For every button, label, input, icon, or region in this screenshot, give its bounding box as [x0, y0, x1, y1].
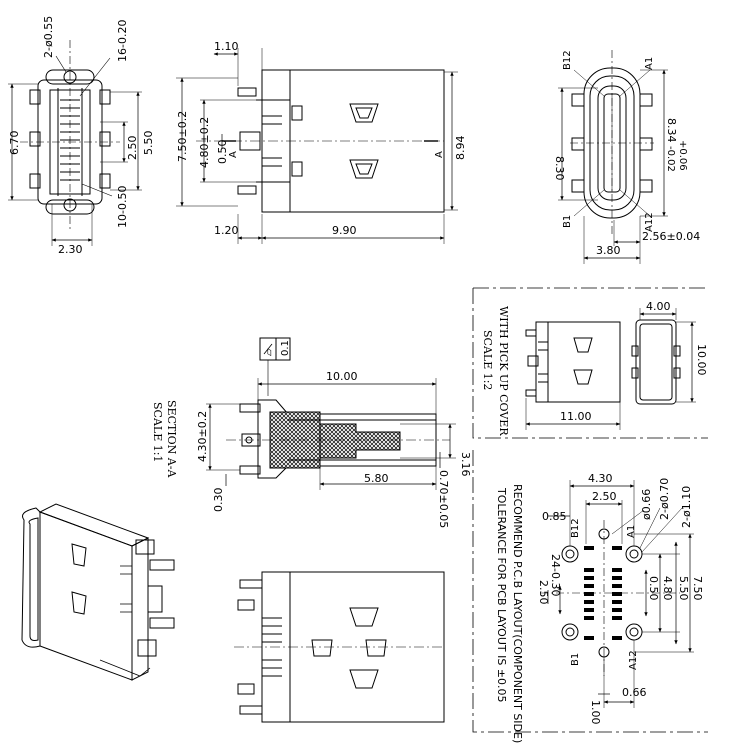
pin-label-b12: B12	[562, 50, 573, 70]
cover-dim-1100: 11.00	[560, 410, 592, 423]
pcb-dim-430: 4.30	[588, 472, 613, 485]
dim-834: 8.34	[665, 118, 678, 143]
dim-right-250: 2.50	[126, 136, 139, 161]
flatness-value: 0.1	[280, 340, 291, 356]
pcb-dim-550: 5.50	[677, 576, 690, 601]
pcb-pin-a1: A1	[626, 525, 637, 538]
pick-up-cover-panel	[472, 287, 708, 439]
bottom-view-pins	[262, 617, 282, 677]
side-view-top	[176, 48, 458, 244]
dim-316: 3.16	[459, 452, 472, 477]
pcb-dim-050: 0.50	[647, 576, 660, 601]
cover-dim-1000: 10.00	[695, 344, 708, 376]
dim-070: 0.70±0.05	[437, 470, 450, 528]
dim-990: 9.90	[332, 224, 357, 237]
section-scale: SCALE 1:1	[151, 402, 164, 462]
front-view-top-left	[8, 40, 142, 246]
pcb-pin-b1: B1	[570, 653, 581, 666]
section-title: SECTION A-A	[165, 400, 178, 478]
dim-580: 5.80	[364, 472, 389, 485]
dim-894: 8.94	[454, 136, 467, 161]
pcb-pads	[584, 546, 622, 640]
pcb-dim-070: 2-ø0.70	[658, 478, 671, 520]
pcb-title: RECOMMEND P.C.B LAYOUT(COMPONENT SIDE)	[511, 484, 524, 743]
pcb-dim-110: 2-ø1.10	[680, 486, 693, 528]
dim-830: 8.30	[553, 156, 566, 181]
isometric-connector-view	[21, 503, 175, 681]
pcb-tolerance: TOLERANCE FOR PCB LAYOUT IS ±0.05	[495, 487, 508, 703]
section-mark-a-right: A	[434, 151, 445, 158]
dim-1000: 10.00	[326, 370, 358, 383]
pcb-dim-250b: 2.50	[537, 580, 550, 605]
dim-750: 7.50±0.2	[176, 111, 189, 162]
dim-256: 2.56±0.04	[642, 230, 700, 243]
pin-label-b1: B1	[562, 215, 573, 228]
pin-label-a12: A12	[644, 212, 655, 232]
section-mark-a-left: A	[228, 151, 239, 158]
dim-030: 0.30	[212, 488, 225, 513]
pcb-dim-24: 24-0.30	[549, 554, 562, 596]
dim-110: 1.10	[214, 40, 239, 53]
dim-380: 3.80	[596, 244, 621, 257]
cover-dim-400: 4.00	[646, 300, 671, 313]
bottom-top-view	[234, 571, 445, 723]
pcb-pin-b12: B12	[570, 518, 581, 538]
pcb-layout-panel	[472, 450, 708, 733]
pcb-dim-480: 4.80	[661, 576, 674, 601]
dim-bottom-pitch: 10-0.50	[116, 186, 129, 228]
flatness-symbol: ▱	[264, 348, 275, 356]
dim-120: 1.20	[214, 224, 239, 237]
pcb-dim-066: 0.66	[622, 686, 647, 699]
dim-width: 2.30	[58, 243, 83, 256]
dim-834-tol-up: +0.06	[677, 140, 688, 171]
dim-pin-diameter: 2-ø0.55	[42, 16, 55, 58]
cover-title: WITH PICK UP COVER	[497, 306, 510, 436]
dim-834-tol-dn: -0.02	[665, 146, 676, 172]
section-aa-view	[206, 337, 456, 490]
dim-right-550: 5.50	[142, 131, 155, 156]
pcb-dim-085: 0.85	[542, 510, 567, 523]
dim-050: 0.50	[216, 140, 229, 165]
pin-label-a1: A1	[644, 57, 655, 70]
dim-top-pitch: 16-0.20	[116, 20, 129, 62]
cover-scale: SCALE 1:2	[481, 330, 494, 390]
dim-480: 4.80±0.2	[198, 117, 211, 168]
dim-430: 4.30±0.2	[196, 411, 209, 462]
pcb-dim-100: 1.00	[589, 700, 602, 725]
pcb-pin-a12: A12	[628, 650, 639, 670]
dim-height: 6.70	[8, 131, 21, 156]
pin-legs	[262, 115, 282, 167]
mating-face-view	[558, 50, 668, 264]
pcb-dim-066a: ø0.66	[640, 489, 653, 520]
pcb-dim-750: 7.50	[691, 576, 704, 601]
pcb-dim-250: 2.50	[592, 490, 617, 503]
